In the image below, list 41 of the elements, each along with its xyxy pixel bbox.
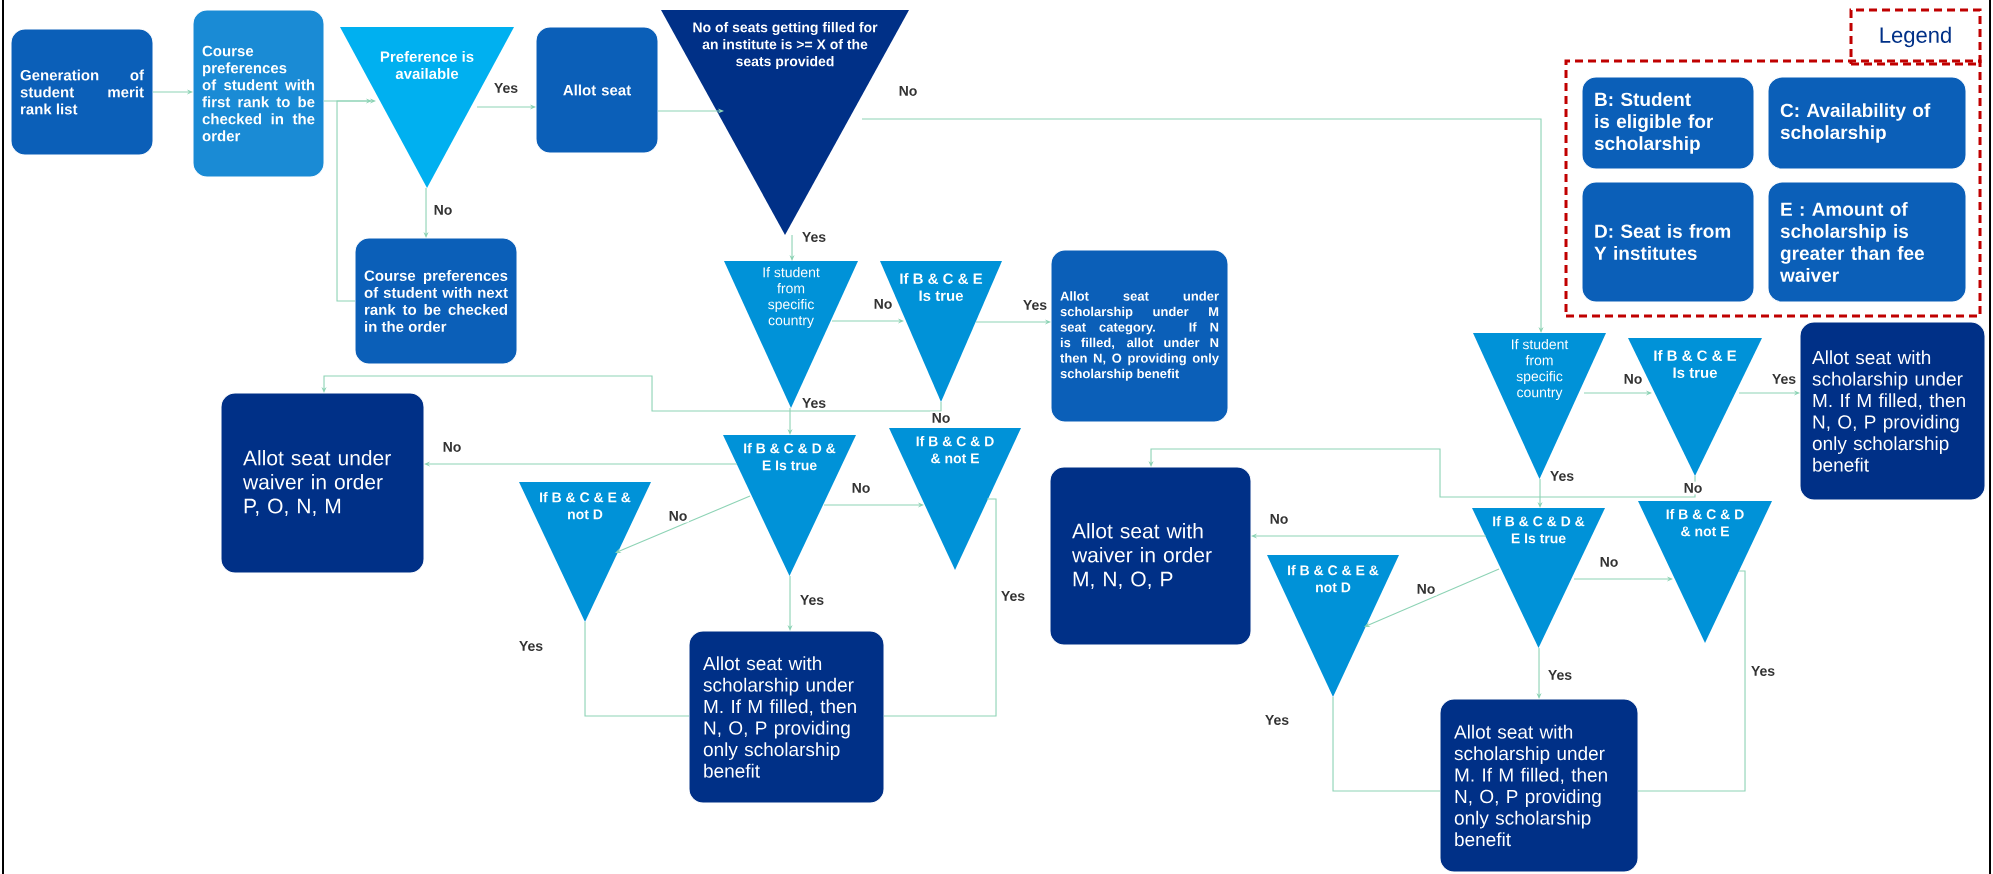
edge-label: Yes (1770, 372, 1798, 386)
decision-triangle: If B & C & E & not D (1267, 555, 1399, 697)
decision-triangle: If B & C & D & not E (1638, 501, 1772, 643)
edge-label: No (930, 411, 952, 425)
edge-label: No (1415, 582, 1437, 596)
edge-label: Yes (517, 639, 545, 653)
edge-label: No (432, 203, 454, 217)
edge-label: Yes (798, 593, 826, 607)
process-box: Course preferences of student with next rank to be checked in the order (354, 237, 518, 365)
edge-label: No (1268, 512, 1290, 526)
edge-label: Yes (1263, 713, 1291, 727)
process-box: Allot seat with scholarship under M. If M filled, then N, O, P providing only scholarship benefit (1439, 698, 1639, 873)
process-box: E : Amount of scholarship is greater than fee waiver (1767, 181, 1967, 303)
process-box: Allot seat with scholarship under M. If M filled, then N, O, P providing only scholarship benefit (1799, 321, 1986, 501)
edge-label: No (872, 297, 894, 311)
edge-label: No (441, 440, 463, 454)
edge-label: Yes (999, 589, 1027, 603)
legend-frame (1564, 59, 1982, 318)
edge-label: Yes (1749, 664, 1777, 678)
process-box: C: Availability of scholarship (1767, 76, 1967, 170)
decision-triangle: If B & C & E & not D (519, 482, 651, 622)
legend-heading: Legend (1849, 8, 1982, 66)
process-box: Allot seat under scholarship under M seat category. If N is filled, allot under N then N, O providing only scholarship benefit (1050, 249, 1229, 423)
arrow (861, 118, 1544, 333)
process-box: Allot seat under waiver in order P, O, N, M (220, 392, 425, 574)
process-box: Allot seat with waiver in order M, N, O, P (1049, 466, 1252, 646)
arrow (1364, 568, 1500, 627)
process-box: B: Student is eligible for scholarship (1581, 76, 1755, 170)
edge-label: Yes (1546, 668, 1574, 682)
process-box: D: Seat is from Y institutes (1581, 181, 1755, 303)
process-box: Generation of student merit rank list (10, 28, 154, 156)
edge-label: No (667, 509, 689, 523)
process-box: Allot seat (535, 26, 659, 154)
edge-label: No (1682, 481, 1704, 495)
process-box: Course preferences of student with first rank to be checked in the order (192, 9, 325, 178)
decision-triangle: If B & C & D & not E (889, 428, 1021, 570)
arrow (336, 98, 372, 302)
arrow (615, 495, 751, 553)
edge-label: Yes (800, 396, 828, 410)
edge-label: Yes (1021, 298, 1049, 312)
process-box: Allot seat with scholarship under M. If M filled, then N, O, P providing only scholarship benefit (688, 630, 885, 804)
